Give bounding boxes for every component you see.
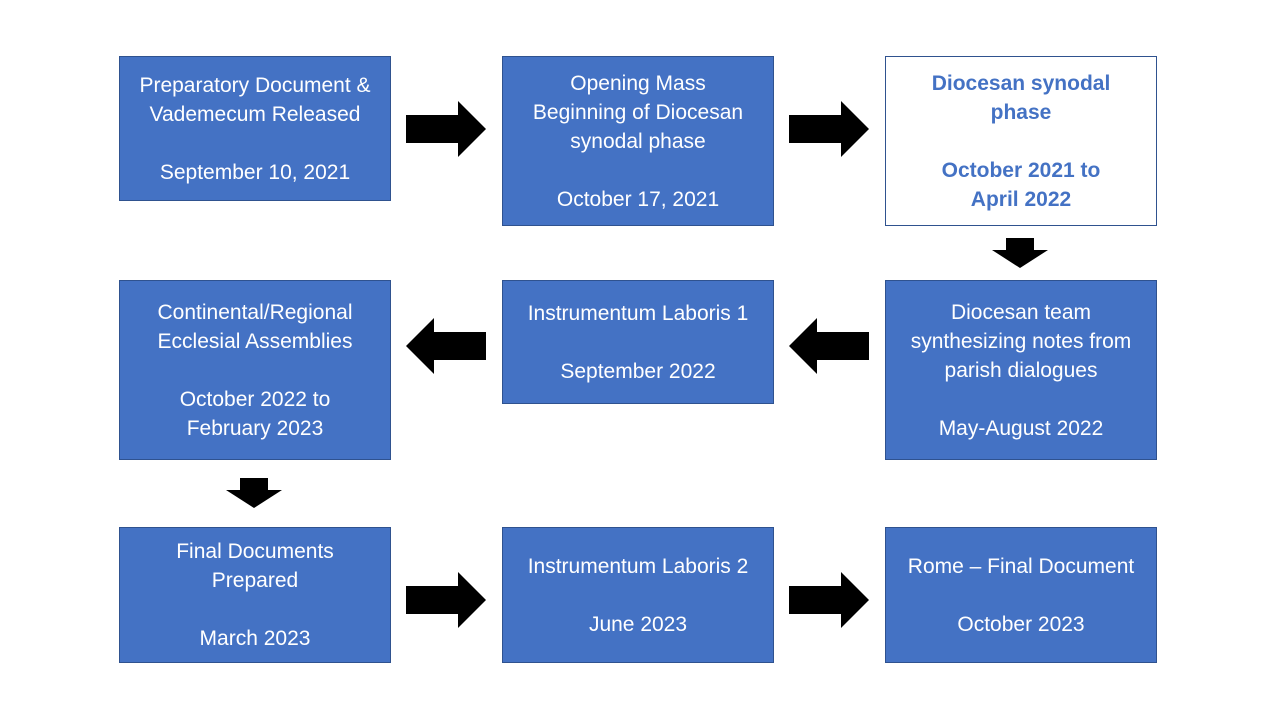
step-preparatory-document: Preparatory Document & Vademecum Release… — [119, 56, 391, 201]
step-date: October 2021 to — [941, 158, 1101, 182]
step-instrumentum-laboris-2: Instrumentum Laboris 2 June 2023 — [502, 527, 774, 663]
step-title-line: Preparatory Document & — [139, 73, 371, 97]
step-diocesan-synodal-phase: Diocesan synodal phase October 2021 to A… — [885, 56, 1157, 226]
left-arrow-icon — [406, 318, 486, 374]
step-title-line: Final Documents — [176, 540, 334, 563]
step-title-line: synodal phase — [570, 129, 706, 153]
step-date: October 2023 — [957, 612, 1085, 636]
right-arrow-icon — [789, 572, 869, 628]
step-date: September 10, 2021 — [159, 160, 351, 184]
step-title-line: parish dialogues — [944, 358, 1098, 382]
step-final-documents-prepared: Final Documents Prepared March 2023 — [119, 527, 391, 663]
step-title-line: Diocesan team — [950, 300, 1092, 324]
step-title-line: Beginning of Diocesan — [532, 100, 744, 124]
step-date: February 2023 — [186, 416, 324, 440]
step-date: April 2022 — [970, 187, 1072, 211]
step-opening-mass: Opening Mass Beginning of Diocesan synod… — [502, 56, 774, 226]
left-arrow-icon — [789, 318, 869, 374]
step-date: June 2023 — [588, 612, 688, 636]
step-title-line: Opening Mass — [570, 71, 706, 95]
step-date: September 2022 — [560, 359, 716, 383]
right-arrow-icon — [789, 101, 869, 157]
step-date: October 2022 to — [179, 387, 331, 411]
down-arrow-icon — [992, 238, 1048, 268]
step-date: October 17, 2021 — [556, 187, 720, 211]
step-date: May-August 2022 — [938, 416, 1104, 440]
step-title-line: Instrumentum Laboris 2 — [527, 554, 749, 578]
down-arrow-icon — [226, 478, 282, 508]
step-diocesan-team-synthesis: Diocesan team synthesizing notes from pa… — [885, 280, 1157, 460]
step-title-line: Prepared — [211, 569, 299, 592]
step-rome-final-document: Rome – Final Document October 2023 — [885, 527, 1157, 663]
step-title-line: synthesizing notes from — [910, 329, 1132, 353]
step-continental-assemblies: Continental/Regional Ecclesial Assemblie… — [119, 280, 391, 460]
right-arrow-icon — [406, 101, 486, 157]
right-arrow-icon — [406, 572, 486, 628]
step-title-line: Diocesan synodal — [931, 71, 1111, 95]
step-title-line: Rome – Final Document — [907, 554, 1135, 578]
step-date: March 2023 — [199, 627, 311, 650]
step-title-line: Instrumentum Laboris 1 — [527, 301, 749, 325]
step-title-line: Continental/Regional — [157, 300, 353, 324]
step-instrumentum-laboris-1: Instrumentum Laboris 1 September 2022 — [502, 280, 774, 404]
step-title-line: phase — [990, 100, 1052, 124]
step-title-line: Vademecum Released — [149, 102, 361, 126]
step-title-line: Ecclesial Assemblies — [157, 329, 353, 353]
